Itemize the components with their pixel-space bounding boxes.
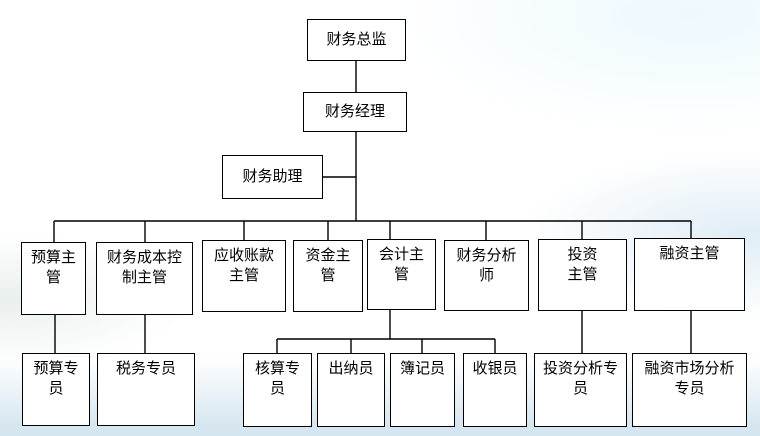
org-node-label: 税务专员 <box>115 360 176 377</box>
org-node-calculation-specialist: 核算专 员 <box>243 353 312 427</box>
org-node-financing-market-analysis-specialist: 融资市场分析 专员 <box>632 353 747 427</box>
org-node-budget-specialist: 预算专 员 <box>22 353 90 426</box>
org-node-cash-register-clerk: 收银员 <box>463 353 527 427</box>
org-node-label: 出纳员 <box>328 360 374 377</box>
org-node-finance-manager: 财务经理 <box>303 92 407 132</box>
org-node-finance-director: 财务总监 <box>307 19 406 61</box>
org-node-label: 核算专 员 <box>254 360 300 397</box>
org-node-investment-supervisor: 投资 主管 <box>538 239 627 311</box>
org-node-financial-analyst: 财务分析 师 <box>444 240 529 311</box>
org-node-investment-analysis-specialist: 投资分析专 员 <box>534 353 627 427</box>
org-node-label: 簿记员 <box>399 360 445 377</box>
org-node-label: 投资分析专 员 <box>542 360 618 397</box>
org-node-label: 收银员 <box>472 360 518 377</box>
org-node-accounting-supervisor: 会计主 管 <box>367 239 436 310</box>
org-node-accounts-receivable-supervisor: 应收账款 主管 <box>202 240 286 312</box>
org-node-label: 财务分析 师 <box>456 247 517 284</box>
org-node-label: 融资主管 <box>659 245 720 262</box>
org-node-label: 财务总监 <box>326 31 387 48</box>
org-node-label: 融资市场分析 专员 <box>644 360 735 397</box>
org-node-finance-assistant: 财务助理 <box>222 155 323 199</box>
org-node-label: 应收账款 主管 <box>213 247 274 284</box>
org-node-label: 预算主 管 <box>30 249 76 286</box>
org-node-cashier: 出纳员 <box>317 353 385 427</box>
org-node-financing-supervisor: 融资主管 <box>634 238 745 311</box>
org-node-label: 预算专 员 <box>33 360 79 397</box>
org-node-label: 财务经理 <box>324 103 385 120</box>
org-node-label: 财务助理 <box>242 168 303 185</box>
org-node-budget-supervisor: 预算主 管 <box>21 242 86 315</box>
org-node-tax-specialist: 税务专员 <box>97 353 195 426</box>
org-node-bookkeeper: 簿记员 <box>390 353 455 427</box>
org-node-label: 投资 主管 <box>567 246 598 283</box>
org-node-label: 资金主 管 <box>305 247 351 284</box>
org-node-cost-control-supervisor: 财务成本控 制主管 <box>96 242 193 315</box>
org-node-label: 财务成本控 制主管 <box>106 249 182 286</box>
org-node-label: 会计主 管 <box>378 246 424 283</box>
org-node-funds-supervisor: 资金主 管 <box>293 240 363 312</box>
